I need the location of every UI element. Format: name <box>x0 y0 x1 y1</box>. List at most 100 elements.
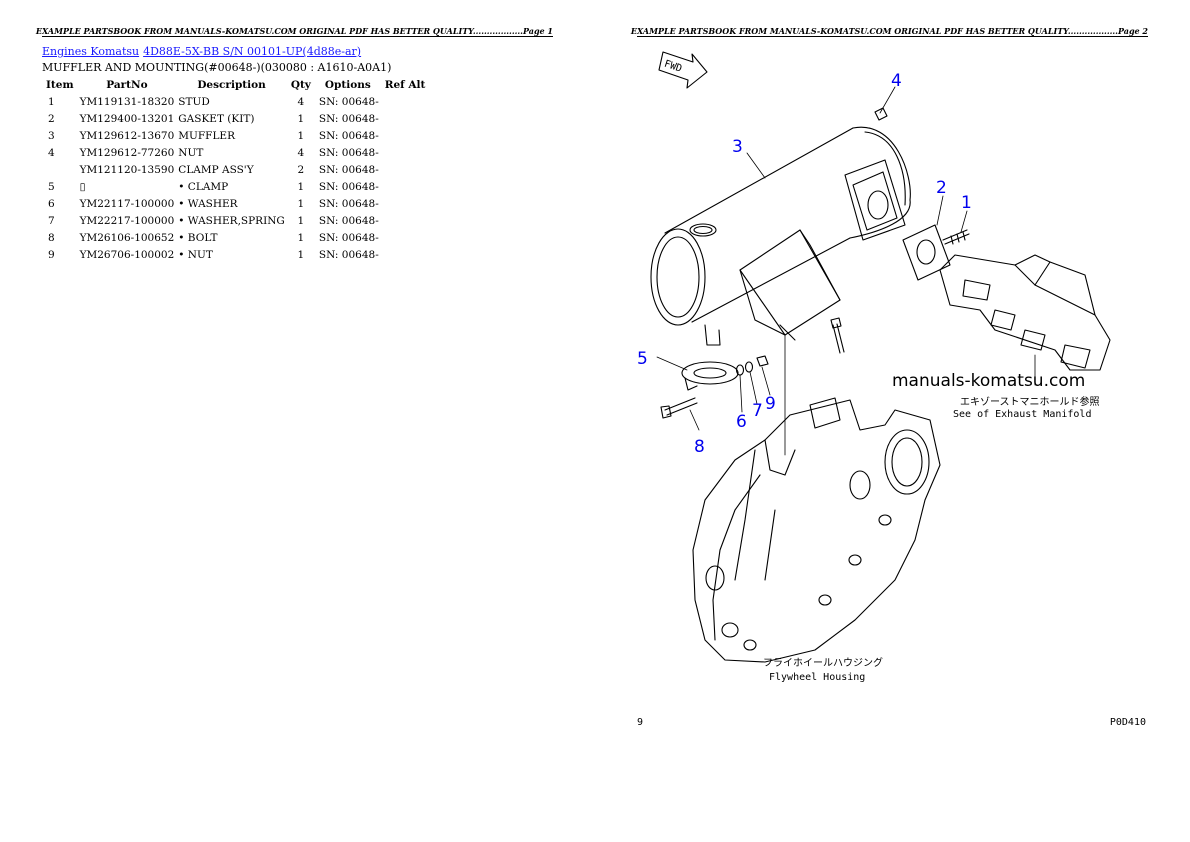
column-header-item: Item <box>46 79 74 91</box>
cell-item: 8 <box>48 231 55 244</box>
cell-options: SN: 00648- <box>318 231 379 244</box>
cell-qty: 4 <box>297 95 305 108</box>
fwd-label: FWD <box>663 59 684 75</box>
cell-description: CLAMP ASS'Y <box>178 163 254 176</box>
cell-partno: YM22117-100000 <box>79 197 175 210</box>
stud-drawing <box>942 229 970 245</box>
cell-qty: 1 <box>297 129 305 142</box>
table-row: 7 YM22217-100000 • WASHER,SPRING 1 SN: 0… <box>42 212 429 229</box>
cell-ref-alt <box>381 110 430 127</box>
cell-item: 7 <box>48 214 55 227</box>
callout-8: 8 <box>694 437 705 457</box>
cell-item: 4 <box>48 146 55 159</box>
table-row: 3 YM129612-13670 MUFFLER 1 SN: 00648- <box>42 127 429 144</box>
manifold-caption-en: See of Exhaust Manifold <box>953 409 1091 420</box>
cell-partno: YM22217-100000 <box>79 214 175 227</box>
cell-description: • BOLT <box>178 231 218 244</box>
cell-ref-alt <box>381 93 430 110</box>
cell-item: 6 <box>48 197 55 210</box>
cell-item: 3 <box>48 129 55 142</box>
cell-partno: YM129612-77260 <box>79 146 175 159</box>
watermark-text: manuals-komatsu.com <box>892 371 1085 391</box>
cell-item: 1 <box>48 95 55 108</box>
cell-options: SN: 00648- <box>318 180 379 193</box>
bolt-drawing <box>660 317 845 419</box>
table-row: 8 YM26106-100652 • BOLT 1 SN: 00648- <box>42 229 429 246</box>
cell-ref-alt <box>381 127 430 144</box>
callout-6: 6 <box>736 412 747 432</box>
housing-caption-jp: フライホイールハウジング <box>763 656 883 669</box>
cell-partno: YM26106-100652 <box>79 231 175 244</box>
column-header-description: Description <box>197 79 266 91</box>
cell-item: 2 <box>48 112 55 125</box>
fwd-arrow-icon <box>658 51 708 89</box>
cell-qty: 1 <box>297 197 305 210</box>
cell-options: SN: 00648- <box>318 146 379 159</box>
cell-partno: YM121120-13590 <box>79 163 175 176</box>
cell-partno: ▯ <box>79 180 86 193</box>
cell-item: 9 <box>48 248 55 261</box>
cell-qty: 1 <box>297 112 305 125</box>
column-header-options: Options <box>324 79 371 91</box>
callout-9: 9 <box>765 394 776 414</box>
table-row: 6 YM22117-100000 • WASHER 1 SN: 00648- <box>42 195 429 212</box>
callout-7: 7 <box>752 401 763 421</box>
left-page: EXAMPLE PARTSBOOK FROM MANUALS-KOMATSU.C… <box>36 26 553 263</box>
cell-options: SN: 00648- <box>318 129 379 142</box>
exhaust-manifold-drawing <box>939 254 1111 371</box>
header-divider <box>42 36 553 37</box>
callout-3: 3 <box>732 137 743 157</box>
cell-qty: 1 <box>297 248 305 261</box>
figure-number: 9 <box>637 717 644 728</box>
cell-partno: YM119131-18320 <box>79 95 175 108</box>
cell-ref-alt <box>381 229 430 246</box>
header-divider <box>637 36 1148 37</box>
cell-options: SN: 00648- <box>318 197 379 210</box>
cell-item: 5 <box>48 180 55 193</box>
cell-description: • NUT <box>178 248 213 261</box>
cell-description: • WASHER <box>178 197 238 210</box>
cell-ref-alt <box>381 144 430 161</box>
breadcrumb-link-engines[interactable]: Engines Komatsu <box>42 45 140 58</box>
cell-qty: 1 <box>297 214 305 227</box>
cell-description: • WASHER,SPRING <box>178 214 285 227</box>
cell-qty: 1 <box>297 180 305 193</box>
cell-description: • CLAMP <box>178 180 229 193</box>
cell-partno: YM26706-100002 <box>79 248 175 261</box>
cell-description: NUT <box>178 146 204 159</box>
cell-partno: YM129612-13670 <box>79 129 175 142</box>
table-row: YM121120-13590 CLAMP ASS'Y 2 SN: 00648- <box>42 161 429 178</box>
page-header: EXAMPLE PARTSBOOK FROM MANUALS-KOMATSU.C… <box>630 26 1148 36</box>
cell-ref-alt <box>381 212 430 229</box>
cell-options: SN: 00648- <box>318 163 379 176</box>
housing-caption-en: Flywheel Housing <box>769 672 865 683</box>
cell-description: MUFFLER <box>178 129 235 142</box>
callout-2: 2 <box>936 178 947 198</box>
table-row: 5 ▯ • CLAMP 1 SN: 00648- <box>42 178 429 195</box>
exploded-parts-diagram: FWD 4 3 2 1 5 6 7 9 8 manuals-komatsu.co… <box>637 51 1111 683</box>
parts-table: Item PartNo Description Qty Options Ref … <box>42 77 429 263</box>
cell-options: SN: 00648- <box>318 214 379 227</box>
cell-qty: 4 <box>297 146 305 159</box>
table-row: 1 YM119131-18320 STUD 4 SN: 00648- <box>42 93 429 110</box>
callout-5: 5 <box>637 349 648 369</box>
table-row: 4 YM129612-77260 NUT 4 SN: 00648- <box>42 144 429 161</box>
column-header-partno: PartNo <box>106 79 148 91</box>
cell-options: SN: 00648- <box>318 248 379 261</box>
cell-ref-alt <box>381 178 430 195</box>
cell-ref-alt <box>381 246 430 263</box>
cell-ref-alt <box>381 195 430 212</box>
clamp-drawing <box>681 361 739 391</box>
callout-1: 1 <box>961 193 972 213</box>
leader-lines <box>656 86 1036 456</box>
cell-ref-alt <box>381 161 430 178</box>
cell-description: GASKET (KIT) <box>178 112 255 125</box>
figure-code: P0D410 <box>1109 717 1146 728</box>
cell-options: SN: 00648- <box>318 95 379 108</box>
table-header-row: Item PartNo Description Qty Options Ref … <box>42 77 429 93</box>
cell-qty: 1 <box>297 231 305 244</box>
breadcrumb-link-model[interactable]: 4D88E-5X-BB S/N 00101-UP(4d88e-ar) <box>143 45 362 58</box>
table-row: 2 YM129400-13201 GASKET (KIT) 1 SN: 0064… <box>42 110 429 127</box>
cell-options: SN: 00648- <box>318 112 379 125</box>
